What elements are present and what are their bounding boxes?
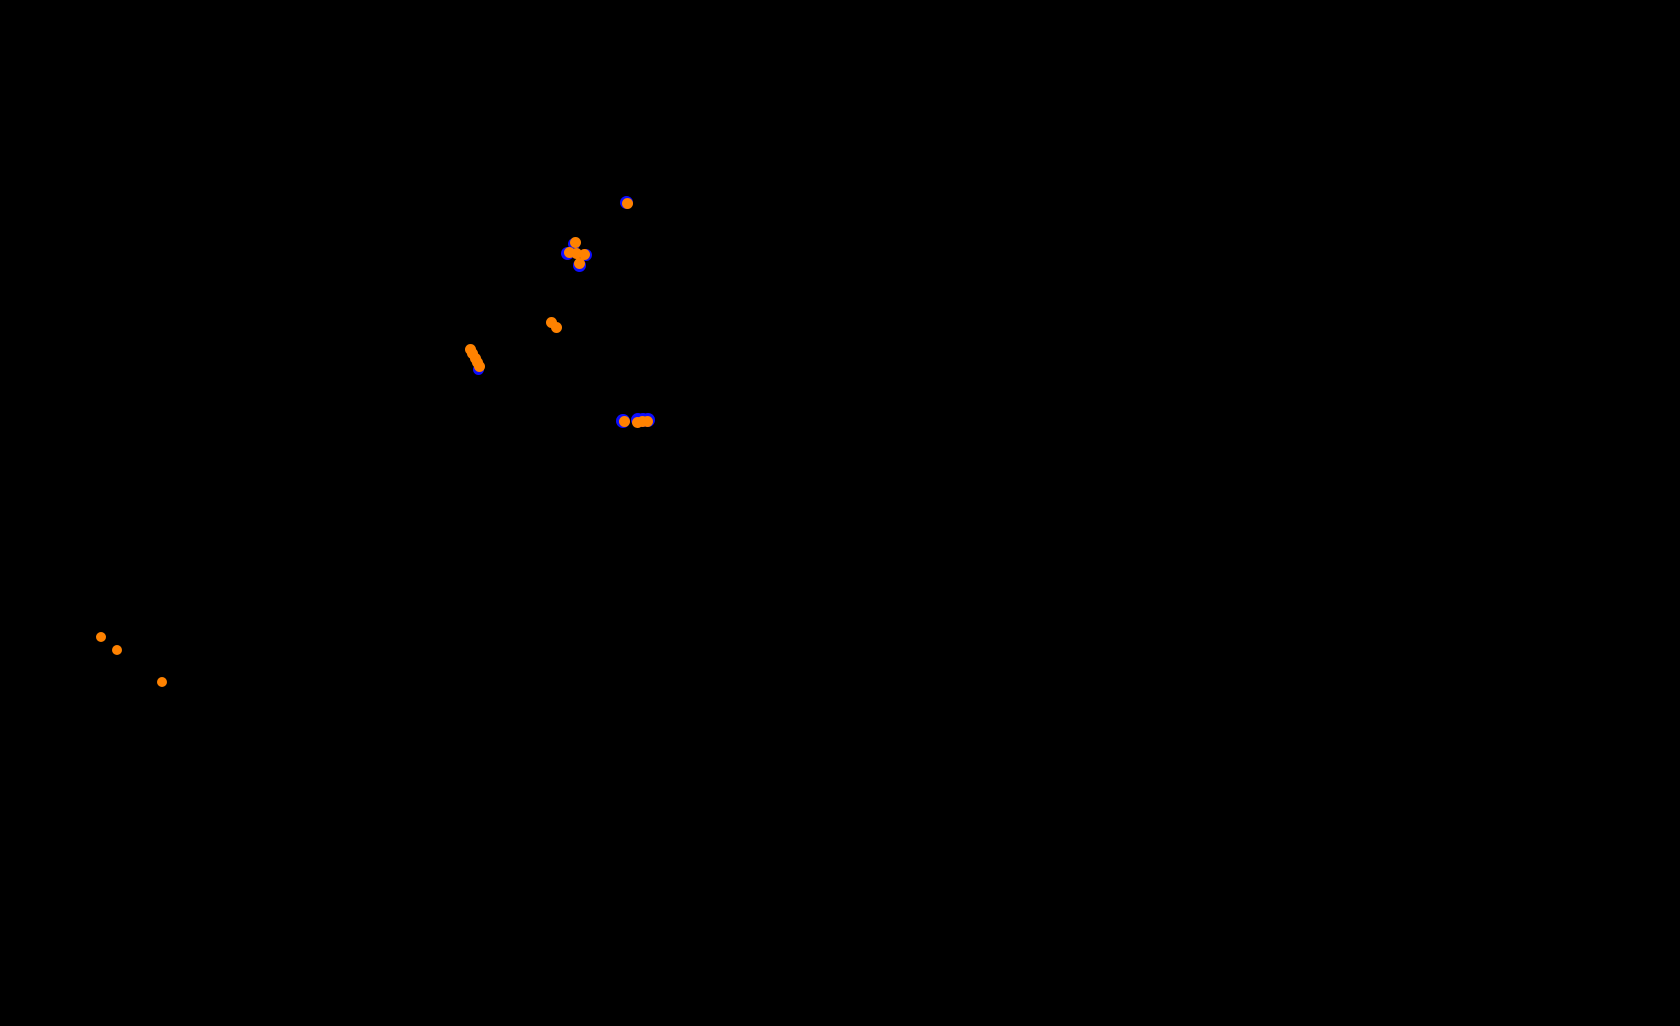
data-point-orange	[641, 416, 653, 427]
data-point-orange	[474, 361, 485, 372]
data-point-orange	[569, 236, 581, 248]
data-point-orange	[550, 321, 562, 333]
data-point-orange	[618, 415, 630, 427]
data-point-orange	[96, 632, 106, 642]
data-point-orange	[112, 645, 122, 655]
data-point-orange	[564, 247, 575, 258]
data-point-orange	[157, 677, 167, 687]
data-point-orange	[578, 248, 590, 260]
data-point-orange	[545, 316, 557, 328]
data-point-orange	[621, 198, 633, 209]
data-point-orange	[570, 247, 582, 259]
data-point-orange	[573, 258, 585, 269]
